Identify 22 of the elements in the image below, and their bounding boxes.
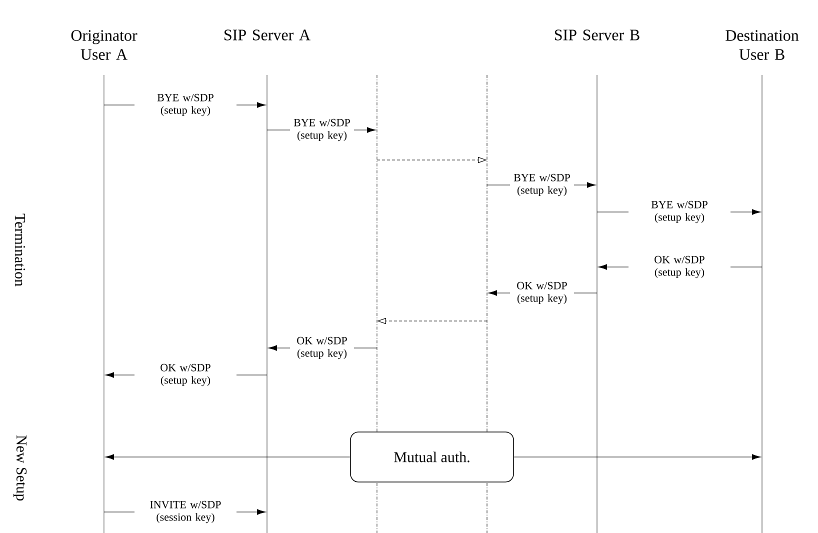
arrow — [514, 454, 761, 460]
participant-label: SIP Server B — [554, 30, 640, 40]
participant-label: SIP Server A — [224, 30, 310, 40]
lifeline — [486, 74, 488, 533]
phase-label: Termination — [14, 214, 26, 286]
edge-label: OK w/SDP (setup key) — [510, 280, 574, 306]
edge-label: INVITE w/SDP (session key) — [134, 500, 236, 524]
process-box: Mutual auth. — [350, 432, 514, 482]
edge-label: BYE w/SDP (setup key) — [628, 200, 730, 224]
edge-label: BYE w/SDP (setup key) — [134, 92, 236, 118]
lifeline — [596, 74, 598, 533]
edge-label: OK w/SDP (setup key) — [290, 336, 354, 360]
edge-label: OK w/SDP (setup key) — [134, 362, 236, 388]
phase-label: New Setup — [13, 435, 27, 501]
participant-label: Originator User A — [71, 30, 138, 60]
edge-label: BYE w/SDP (setup key) — [290, 118, 354, 142]
edge-label: BYE w/SDP (setup key) — [510, 172, 574, 198]
lifeline — [266, 74, 268, 533]
arrow — [105, 454, 350, 460]
lifeline — [376, 74, 378, 533]
participant-label: Destination User B — [726, 30, 799, 60]
edge-label: OK w/SDP (setup key) — [628, 254, 730, 280]
